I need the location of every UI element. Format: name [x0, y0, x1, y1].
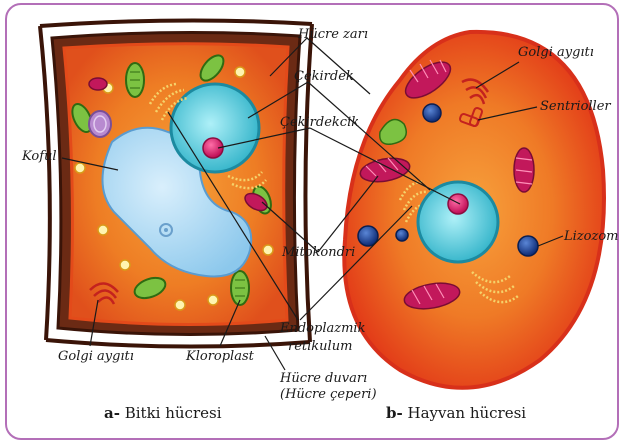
label-hucre-zari: Hücre zarı: [297, 27, 368, 42]
plant-cell-wall-outer-left: [40, 26, 50, 340]
label-hucre-duvari: Hücre duvarı: [279, 371, 367, 386]
plant-nucleus: [171, 84, 259, 172]
caption-animal-text: Hayvan hücresi: [403, 404, 526, 422]
label-endoplazmik: Endoplazmik: [279, 321, 366, 336]
caption-plant: a- Bitki hücresi: [104, 404, 222, 422]
plant-cell-wall-outer-top: [40, 20, 312, 26]
animal-cell: [344, 32, 604, 388]
caption-animal: b- Hayvan hücresi: [386, 404, 526, 422]
plant-cell: [40, 20, 312, 346]
label-cekirdek: Çekirdek: [294, 69, 354, 84]
label-golgi-animal: Golgi aygıtı: [518, 45, 594, 60]
label-cekirdekcik: Çekirdekcik: [280, 115, 359, 130]
plant-peroxisome: [89, 111, 111, 137]
label-hucre-ceperi: (Hücre çeperi): [280, 387, 377, 402]
label-mitokondri: Mitokondri: [281, 245, 355, 260]
label-koful: Koful: [21, 149, 57, 164]
label-retikulum: retikulum: [288, 339, 352, 354]
animal-nucleolus: [448, 194, 468, 214]
label-golgi-plant: Golgi aygıtı: [58, 349, 134, 364]
label-lizozom: Lizozom: [563, 229, 618, 244]
caption-plant-text: Bitki hücresi: [120, 404, 222, 422]
caption-animal-letter: b-: [386, 404, 403, 422]
caption-plant-letter: a-: [104, 404, 120, 422]
label-kloroplast: Kloroplast: [185, 349, 255, 364]
label-sentrioller: Sentrioller: [540, 99, 611, 114]
